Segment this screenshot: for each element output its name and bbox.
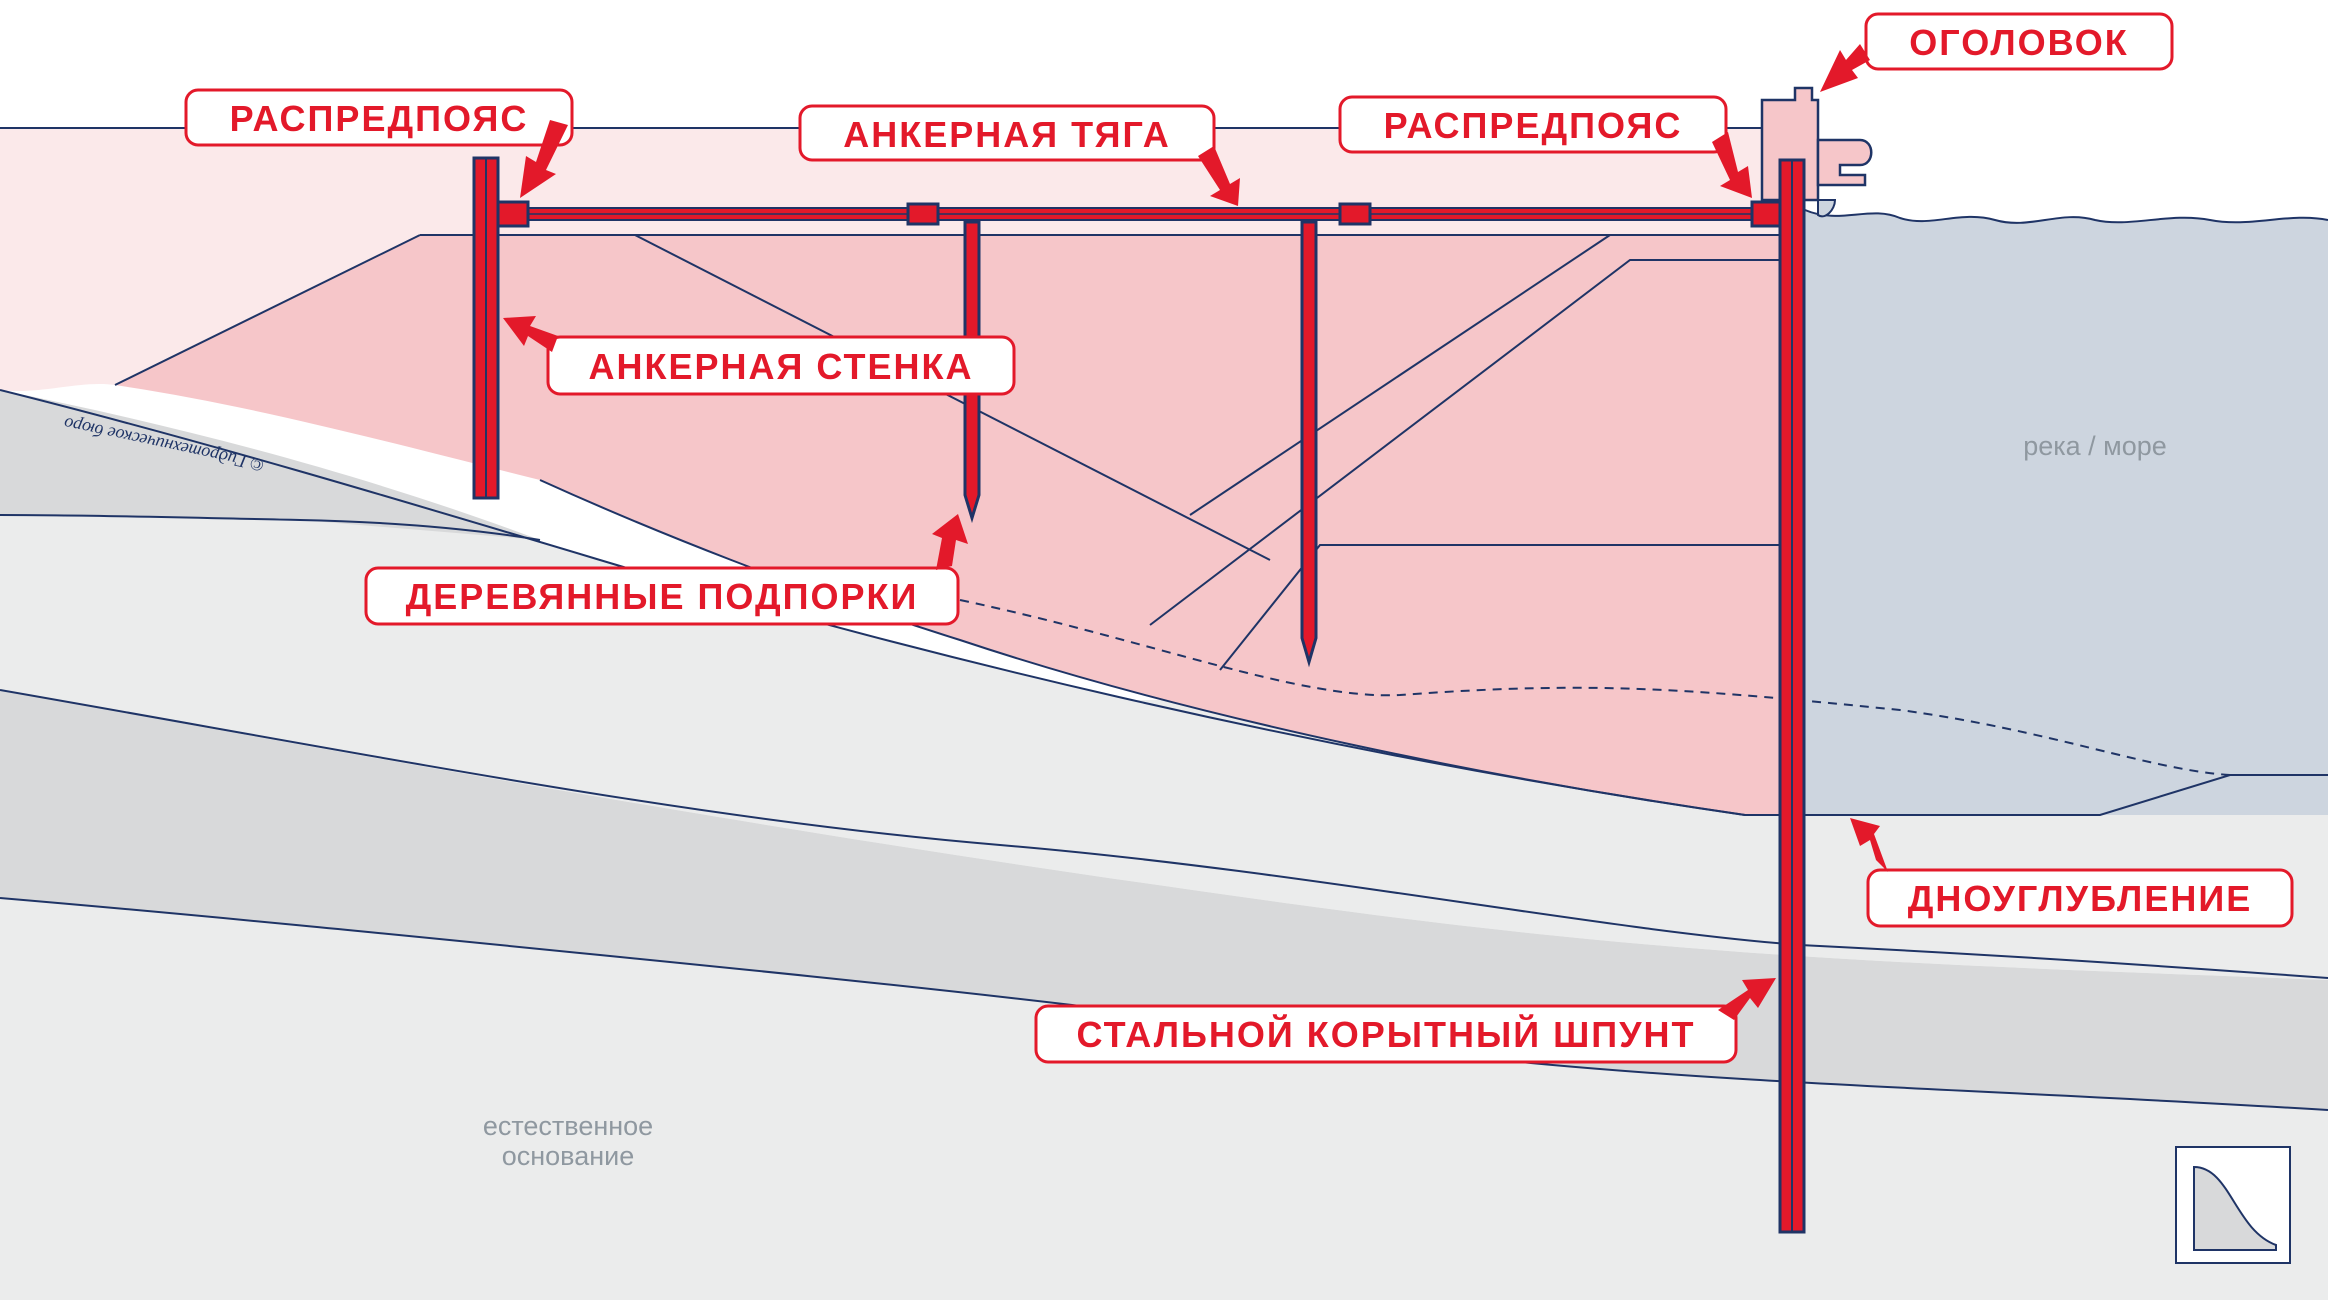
wooden-strut-2 <box>1300 220 1318 668</box>
arrow-raspredpoyas-left <box>520 120 568 198</box>
label-dnouglublenie: ДНОУГЛУБЛЕНИЕ <box>1908 878 2252 919</box>
pile-cap-bollard <box>1816 138 1873 187</box>
tie-rod-coupler-1 <box>906 202 940 226</box>
slope-profile-icon <box>2175 1146 2291 1264</box>
arrow-ankernaya-stenka <box>503 316 558 352</box>
arrow-derevyannye-podporki <box>932 514 968 570</box>
soil-boundary-4 <box>0 897 2328 1111</box>
old-seabed-dashed-line <box>959 599 2231 776</box>
tie-rod-coupler-2 <box>1338 202 1372 226</box>
label-ogolovok: ОГОЛОВОК <box>1909 22 2128 63</box>
callout-dnouglublenie: ДНОУГЛУБЛЕНИЕ <box>1850 818 2294 928</box>
soil-boundary-3 <box>0 689 2328 979</box>
water-zone-label: река / море <box>2023 431 2167 461</box>
water-surface-line <box>1804 209 2328 224</box>
soil-band-middle <box>0 690 2328 1110</box>
base-zone-label-1: естественное <box>483 1111 653 1141</box>
dredge-slope <box>1805 775 2328 815</box>
callout-ankernaya-tyaga: АНКЕРНАЯ ТЯГА <box>798 104 1240 206</box>
arrow-dnouglublenie <box>1850 818 1888 872</box>
base-zone-label-2: основание <box>502 1141 635 1171</box>
soil-upper-layer <box>0 390 2328 980</box>
water-body <box>1805 210 2328 815</box>
soil-boundary-2 <box>0 514 541 541</box>
backfill-bottom-line <box>539 479 1746 816</box>
arrow-raspredpoyas-right <box>1712 132 1752 198</box>
callout-ogolovok: ОГОЛОВОК <box>1820 12 2174 92</box>
label-raspredpoyas-left: РАСПРЕДПОЯС <box>230 98 529 139</box>
arrow-ankernaya-tyaga <box>1198 146 1240 206</box>
pile-cap-fender <box>1817 199 1837 218</box>
arrow-ogolovok <box>1820 44 1870 92</box>
waler-left <box>496 200 530 228</box>
label-derevyannye-podporki: ДЕРЕВЯННЫЕ ПОДПОРКИ <box>406 576 919 617</box>
wedge-line-a <box>634 234 1271 561</box>
callout-raspredpoyas-right: РАСПРЕДПОЯС <box>1338 95 1752 198</box>
waler-right <box>1750 200 1784 228</box>
callout-stalnoy-shpunt: СТАЛЬНОЙ КОРЫТНЫЙ ШПУНТ <box>1034 978 1776 1064</box>
label-stalnoy-shpunt: СТАЛЬНОЙ КОРЫТНЫЙ ШПУНТ <box>1076 1013 1695 1055</box>
terrain-light-pink <box>0 128 1790 392</box>
wedge-line-d <box>1219 544 1790 671</box>
callout-ankernaya-stenka: АНКЕРНАЯ СТЕНКА <box>503 316 1016 396</box>
label-ankernaya-tyaga: АНКЕРНАЯ ТЯГА <box>843 114 1170 155</box>
label-raspredpoyas-right: РАСПРЕДПОЯС <box>1384 105 1683 146</box>
callout-raspredpoyas-left: РАСПРЕДПОЯС <box>184 88 574 198</box>
wedge-line-b <box>1189 234 1611 516</box>
backfill-left-slope <box>114 234 421 386</box>
label-ankernaya-stenka: АНКЕРНАЯ СТЕНКА <box>589 346 974 387</box>
arrow-stalnoy-shpunt <box>1718 978 1776 1020</box>
callout-derevyannye-podporki: ДЕРЕВЯННЫЕ ПОДПОРКИ <box>364 514 968 626</box>
